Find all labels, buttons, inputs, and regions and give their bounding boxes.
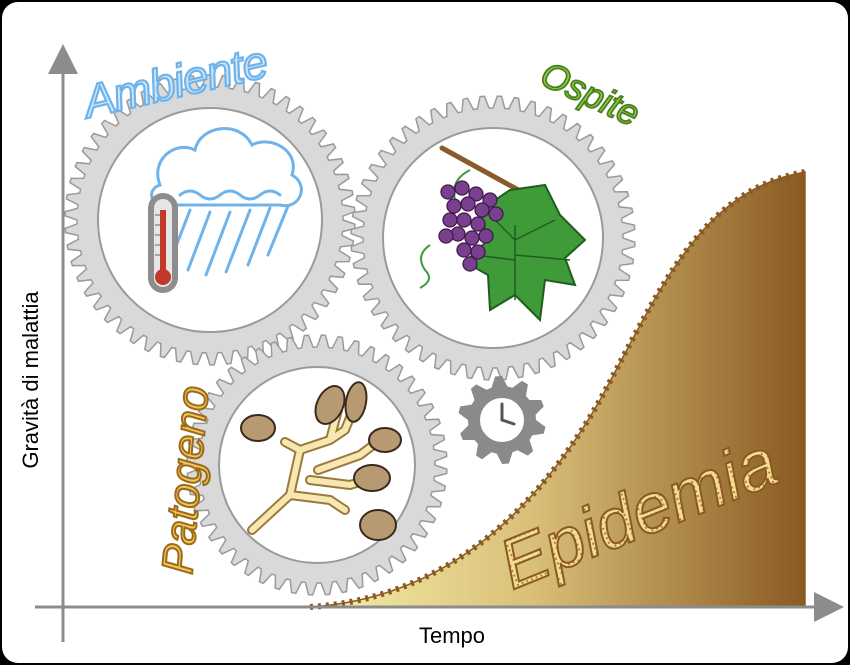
grape-berry bbox=[456, 212, 472, 228]
grape-berry bbox=[470, 244, 486, 260]
grape-berry bbox=[462, 256, 478, 272]
y-axis-label: Gravità di malattia bbox=[18, 291, 43, 469]
grape-berry bbox=[464, 230, 480, 246]
grape-berry bbox=[454, 180, 470, 196]
grape-berry bbox=[488, 206, 504, 222]
grape-berry bbox=[478, 228, 494, 244]
grape-berry bbox=[474, 202, 490, 218]
thermometer-icon bbox=[148, 193, 178, 293]
grapes-icon bbox=[438, 180, 504, 272]
grape-berry bbox=[440, 184, 456, 200]
clock-gear-icon bbox=[458, 376, 546, 464]
grape-berry bbox=[442, 212, 458, 228]
fungal-spores-icon bbox=[240, 381, 402, 541]
grape-berry bbox=[446, 198, 462, 214]
epidemic-curve bbox=[309, 171, 806, 608]
grape-berry bbox=[460, 196, 476, 212]
grape-berry bbox=[456, 242, 472, 258]
grape-berry bbox=[438, 228, 454, 244]
grape-berry bbox=[470, 216, 486, 232]
grape-berry bbox=[468, 186, 484, 202]
grape-berry bbox=[482, 192, 498, 208]
ambiente-gear-face bbox=[97, 107, 323, 333]
x-axis-label: Tempo bbox=[419, 623, 485, 648]
